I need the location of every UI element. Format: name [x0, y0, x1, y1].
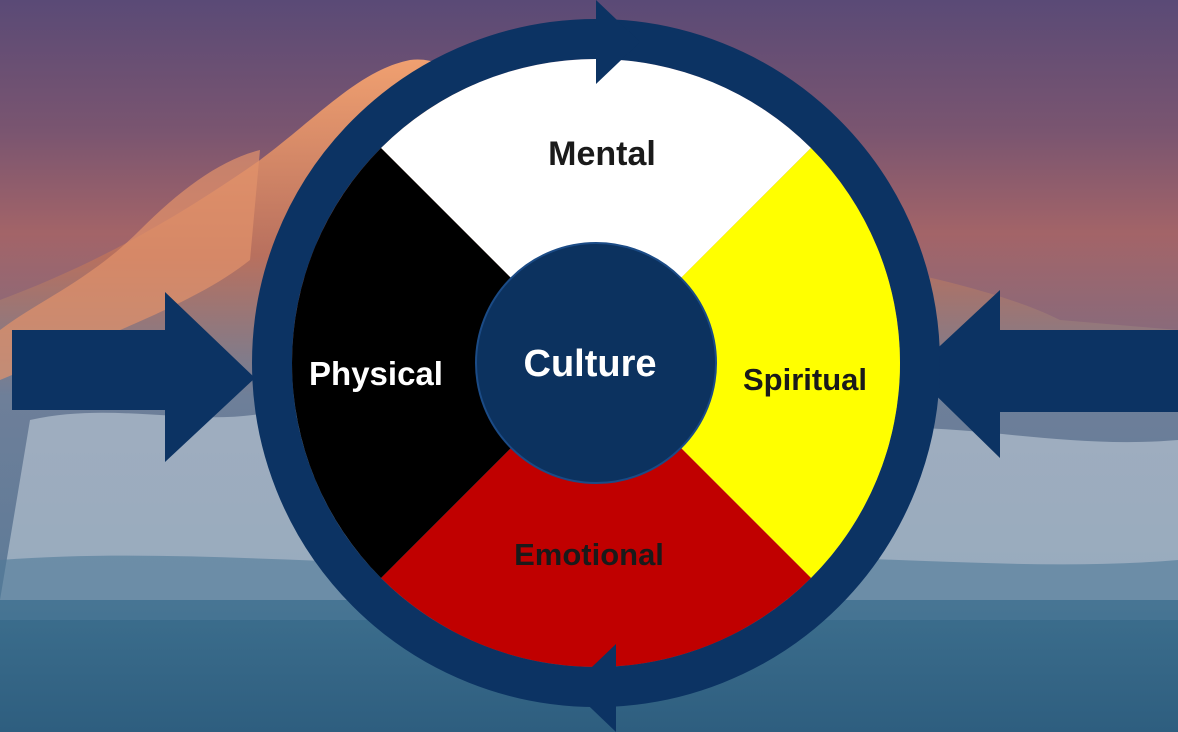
label-physical: Physical — [309, 355, 443, 392]
ring-arrowhead-bottom — [570, 644, 616, 732]
right-arrow — [912, 290, 1178, 458]
left-arrow — [12, 292, 255, 462]
label-mental: Mental — [548, 135, 656, 173]
label-spiritual: Spiritual — [743, 362, 867, 397]
label-culture: Culture — [524, 343, 657, 385]
mountain-ridge-left — [0, 150, 260, 380]
center-circle — [475, 242, 717, 484]
quadrant-physical — [292, 59, 596, 667]
quadrant-spiritual — [596, 59, 900, 667]
label-emotional: Emotional — [514, 537, 664, 572]
quadrant-emotional — [292, 363, 900, 667]
ring-arrowhead-top — [596, 0, 640, 84]
quadrant-mental — [292, 59, 900, 363]
